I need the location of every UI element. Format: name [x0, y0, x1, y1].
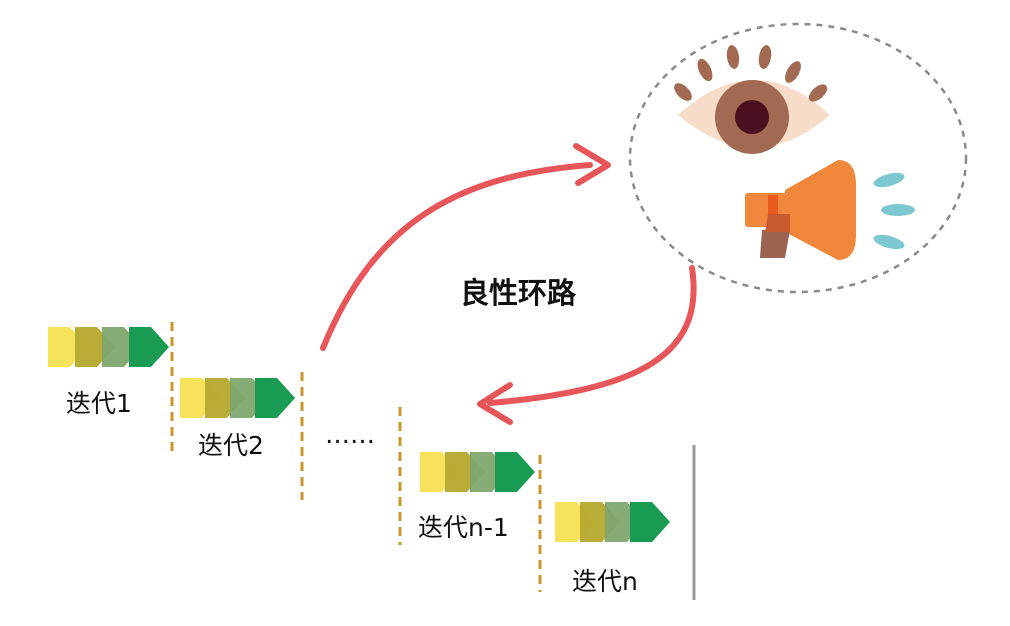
iteration-label-2: 迭代2 — [198, 431, 264, 460]
iteration-dividers — [170, 322, 542, 592]
center-label: 良性环路 — [460, 276, 577, 310]
iteration-label-n: 迭代n — [572, 567, 638, 596]
iteration-label-n-minus-1: 迭代n-1 — [418, 513, 509, 542]
chevron-group-4 — [555, 502, 670, 542]
upward-arrow — [320, 143, 611, 351]
iteration-label-1: 迭代1 — [66, 389, 132, 418]
downward-arrow — [477, 265, 697, 425]
chevron-group-2 — [180, 378, 295, 418]
dashed-ellipse — [628, 22, 968, 294]
chevron-group-1 — [48, 327, 169, 367]
megaphone-icon — [745, 160, 915, 260]
ellipsis-label: …… — [325, 420, 375, 449]
eye-icon — [674, 45, 830, 154]
chevron-group-3 — [420, 452, 535, 492]
